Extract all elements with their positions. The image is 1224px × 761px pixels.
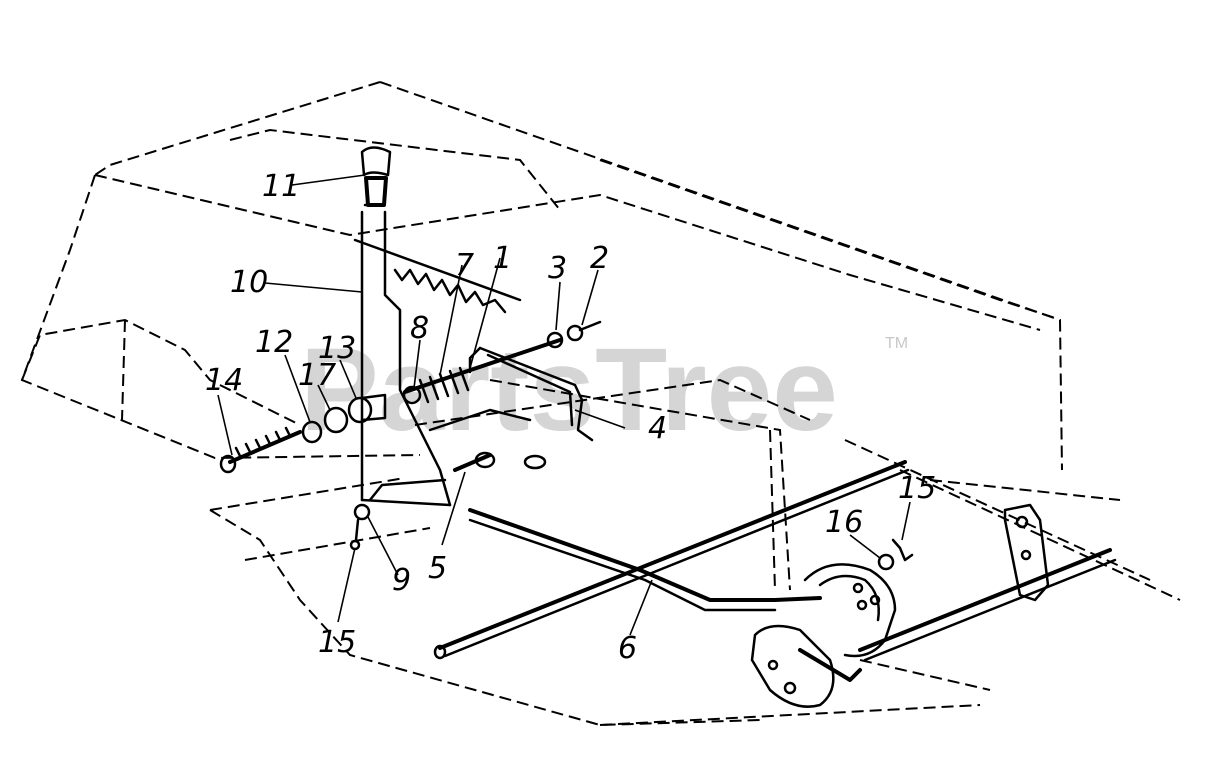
callout-1: 1 xyxy=(493,241,512,276)
pivot-stud xyxy=(428,408,547,472)
callout-12: 13 xyxy=(318,331,356,366)
shift-cam-plate xyxy=(803,563,897,658)
bolt-and-washers xyxy=(219,393,387,474)
callout-7: 7 xyxy=(455,248,474,283)
watermark-text: PartsTree xyxy=(300,324,838,456)
callout-2: 2 xyxy=(590,241,609,276)
leader-lines xyxy=(217,174,911,636)
callout-10: 10 xyxy=(230,265,268,300)
right-axle-lever xyxy=(858,503,1117,662)
callout-15-right: 15 xyxy=(898,471,936,506)
callout-14: 14 xyxy=(205,363,243,398)
shift-rod xyxy=(468,508,822,612)
mounting-plate xyxy=(750,624,862,708)
cross-shaft xyxy=(433,460,910,660)
callout-5: 5 xyxy=(428,551,447,586)
callout-16: 16 xyxy=(825,505,863,540)
callout-9: 9 xyxy=(392,563,411,598)
shift-knob xyxy=(360,146,392,207)
callout-6: 6 xyxy=(618,631,637,666)
notch-plate xyxy=(353,238,522,314)
callout-8: 8 xyxy=(410,311,429,346)
callout-17: 17 xyxy=(298,358,336,393)
callout-labels: 11 10 7 1 3 2 8 12 13 17 14 4 5 9 15 6 1… xyxy=(205,169,936,666)
callout-13: 12 xyxy=(255,325,293,360)
spring-rod-assembly xyxy=(402,320,602,405)
callout-4: 4 xyxy=(648,411,667,446)
watermark-trademark: TM xyxy=(885,335,908,352)
clip-and-pin-left xyxy=(349,503,371,551)
callout-11: 11 xyxy=(262,169,300,204)
callout-3: 3 xyxy=(548,251,567,286)
tractor-body-outline xyxy=(20,81,1181,727)
callout-15-left: 15 xyxy=(318,625,356,660)
clip-and-pin-right xyxy=(877,538,914,571)
